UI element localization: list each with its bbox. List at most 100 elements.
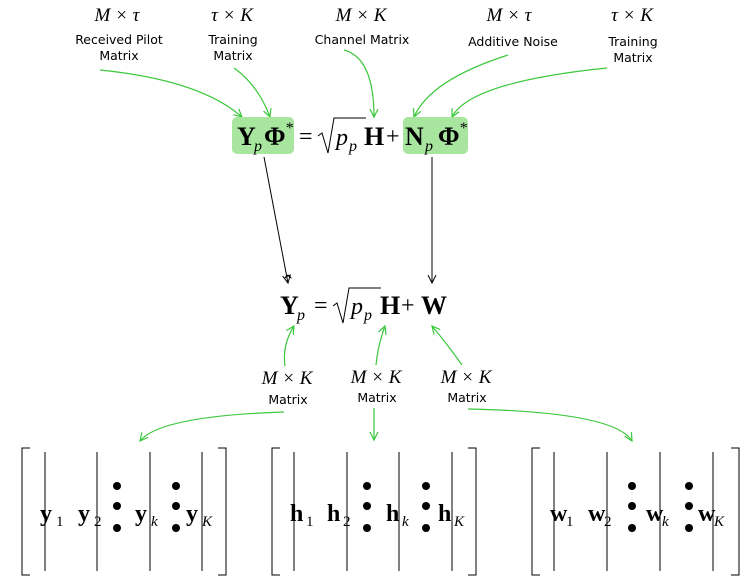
matrix-bracket-left (21, 447, 30, 576)
column-vector-subscript: K (713, 514, 725, 530)
label-training-2-line2: Matrix (613, 50, 652, 65)
matrix-bracket-right (731, 447, 740, 576)
ellipsis-dot (628, 524, 636, 532)
ellipsis-dot (113, 502, 121, 510)
ellipsis-dot (363, 502, 371, 510)
label-pilot-line1: Received Pilot (75, 32, 163, 47)
column-vector-h: h (386, 501, 399, 527)
eq1-phi2-star: * (459, 120, 467, 137)
dim-noise: M × τ (486, 5, 533, 26)
label-pilot-line2: Matrix (99, 48, 138, 63)
arrow-label2-to-H (375, 326, 385, 366)
eq1-N-sub: p (424, 138, 433, 155)
label-training-matrix-1: τ × K Training Matrix (207, 5, 257, 63)
column-vector-w: w (588, 501, 606, 527)
arrow-label3-to-matrix-w (467, 408, 632, 441)
mid-label-3: M × K Matrix (440, 367, 493, 405)
arrow-label1-to-Yhat (283, 326, 294, 367)
ellipsis-dot (363, 524, 371, 532)
matrix-bracket-left (531, 447, 540, 576)
eq1-p: p (334, 125, 348, 151)
equation-2: ˆ Y p = p p H + W (280, 272, 447, 324)
column-vector-y: y (40, 501, 52, 527)
column-vector-subscript: k (402, 514, 409, 530)
column-vector-w: w (698, 501, 716, 527)
ellipsis-dot (628, 502, 636, 510)
label-channel-line1: Channel Matrix (315, 32, 410, 47)
matrix-bracket-right (468, 447, 477, 576)
eq2-H: H (380, 291, 400, 320)
mid-dim-3: M × K (440, 367, 493, 388)
column-vector-subscript: 2 (343, 514, 351, 530)
label-received-pilot: M × τ Received Pilot Matrix (75, 5, 163, 63)
highlight-Yp-phi (232, 117, 294, 154)
column-vector-subscript: 1 (56, 514, 64, 530)
eq2-equals: = (314, 293, 328, 319)
ellipsis-dot (685, 524, 693, 532)
column-vector-y: y (135, 501, 147, 527)
arrow-training-to-phi (233, 67, 270, 117)
mid-dim-2: M × K (350, 367, 403, 388)
eq2-hat: ˆ (284, 272, 292, 298)
eq1-N: N (405, 122, 424, 151)
column-vector-subscript: K (201, 514, 213, 530)
label-additive-noise: M × τ Additive Noise (468, 5, 558, 49)
eq2-Y-sub: p (296, 307, 305, 324)
ellipsis-dot (113, 524, 121, 532)
mid-label-1-text: Matrix (268, 392, 307, 407)
ellipsis-dot (172, 524, 180, 532)
eq1-phi: Φ (264, 122, 286, 151)
mid-label-2: M × K Matrix (350, 367, 403, 405)
ellipsis-dot (172, 502, 180, 510)
ellipsis-dot (685, 502, 693, 510)
mid-label-1: M × K Matrix (261, 368, 314, 407)
column-vector-y: y (78, 501, 90, 527)
ellipsis-dot (172, 482, 180, 490)
mid-label-3-text: Matrix (447, 390, 486, 405)
eq1-p-sub: p (348, 138, 357, 155)
column-vector-w: w (550, 501, 568, 527)
arrow-pilot-to-Y (99, 69, 242, 117)
arrow-label1-to-matrix-y (140, 411, 285, 441)
dim-training-2: τ × K (611, 5, 654, 26)
highlight-Np-phi (403, 117, 468, 154)
equation-1: Y p Φ * = p p H + N p Φ * (232, 117, 468, 155)
column-vector-h: h (327, 501, 340, 527)
eq1-plus: + (386, 124, 400, 150)
arrow-channel-to-H (343, 49, 374, 117)
column-vector-subscript: k (151, 514, 158, 530)
eq2-sqrt (332, 287, 381, 324)
matrix-bracket-left (271, 447, 280, 576)
ellipsis-dot (113, 482, 121, 490)
eq1-Y-sub: p (253, 138, 262, 155)
ellipsis-dot (422, 502, 430, 510)
column-vector-h: h (290, 501, 303, 527)
eq2-plus: + (401, 293, 415, 319)
column-vector-w: w (646, 501, 664, 527)
column-vector-subscript: k (662, 514, 669, 530)
eq1-phi2: Φ (438, 122, 460, 151)
ellipsis-dot (628, 482, 636, 490)
column-vector-subscript: 1 (306, 514, 314, 530)
label-training-matrix-2: τ × K Training Matrix (607, 5, 657, 65)
ellipsis-dot (422, 482, 430, 490)
arrow-noise-to-N (414, 54, 509, 117)
eq1-phi-star: * (285, 120, 293, 137)
mid-label-2-text: Matrix (357, 390, 396, 405)
column-vector-subscript: 2 (94, 514, 102, 530)
eq2-p: p (349, 294, 363, 320)
arrow-training-to-phi2 (452, 67, 608, 117)
label-training-1-line1: Training (207, 32, 257, 47)
ellipsis-dot (685, 482, 693, 490)
dim-training-1: τ × K (211, 5, 254, 26)
label-training-1-line2: Matrix (213, 48, 252, 63)
arrow-label3-to-W (432, 326, 463, 366)
column-vector-h: h (438, 501, 451, 527)
label-noise-line1: Additive Noise (468, 34, 558, 49)
column-vector-y: y (186, 501, 198, 527)
eq1-sqrt (317, 117, 366, 154)
